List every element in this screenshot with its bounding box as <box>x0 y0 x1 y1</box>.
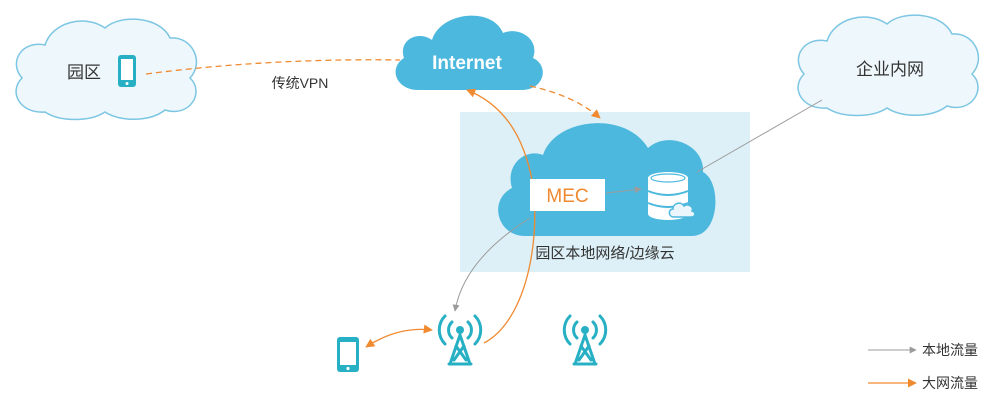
wide-traffic-phone-to-tower <box>365 324 433 348</box>
local-traffic-mec-to-tower <box>452 217 531 312</box>
cell-tower-icon <box>437 314 483 366</box>
mec-label: MEC <box>546 186 588 207</box>
internet-label: Internet <box>432 53 502 74</box>
campus-label: 园区 <box>67 63 101 82</box>
smartphone-icon <box>118 55 136 87</box>
traditional-vpn-link <box>145 59 401 75</box>
storage-to-enterprise-link <box>696 99 823 173</box>
database-icon <box>647 172 696 220</box>
mec-node: MEC <box>530 179 605 211</box>
small-cloud-icon <box>668 202 696 218</box>
legend-item-wide-traffic: 大网流量 <box>868 375 978 391</box>
enterprise-cloud-shape <box>797 14 980 117</box>
campus-cloud-shape <box>15 18 198 121</box>
mec-box <box>530 179 605 211</box>
legend-wide-label: 大网流量 <box>922 375 978 391</box>
legend-item-local-traffic: 本地流量 <box>868 342 978 358</box>
internet-cloud: Internet <box>395 15 543 90</box>
enterprise-label: 企业内网 <box>856 60 924 79</box>
campus-cloud: 园区 <box>15 18 198 121</box>
wide-traffic-tower-to-internet <box>466 88 536 344</box>
legend: 本地流量 大网流量 <box>868 342 978 391</box>
local-traffic-mec-to-storage <box>605 186 642 194</box>
edge-zone-label: 园区本地网络/边缘云 <box>535 245 674 262</box>
enterprise-intranet-cloud: 企业内网 <box>797 14 980 117</box>
internet-cloud-shape <box>395 15 543 90</box>
cell-tower-icon <box>562 314 608 366</box>
traditional-vpn-label: 传统VPN <box>272 75 329 91</box>
smartphone-icon <box>337 337 359 372</box>
legend-local-label: 本地流量 <box>922 342 978 358</box>
internet-to-edge-link <box>529 85 601 119</box>
